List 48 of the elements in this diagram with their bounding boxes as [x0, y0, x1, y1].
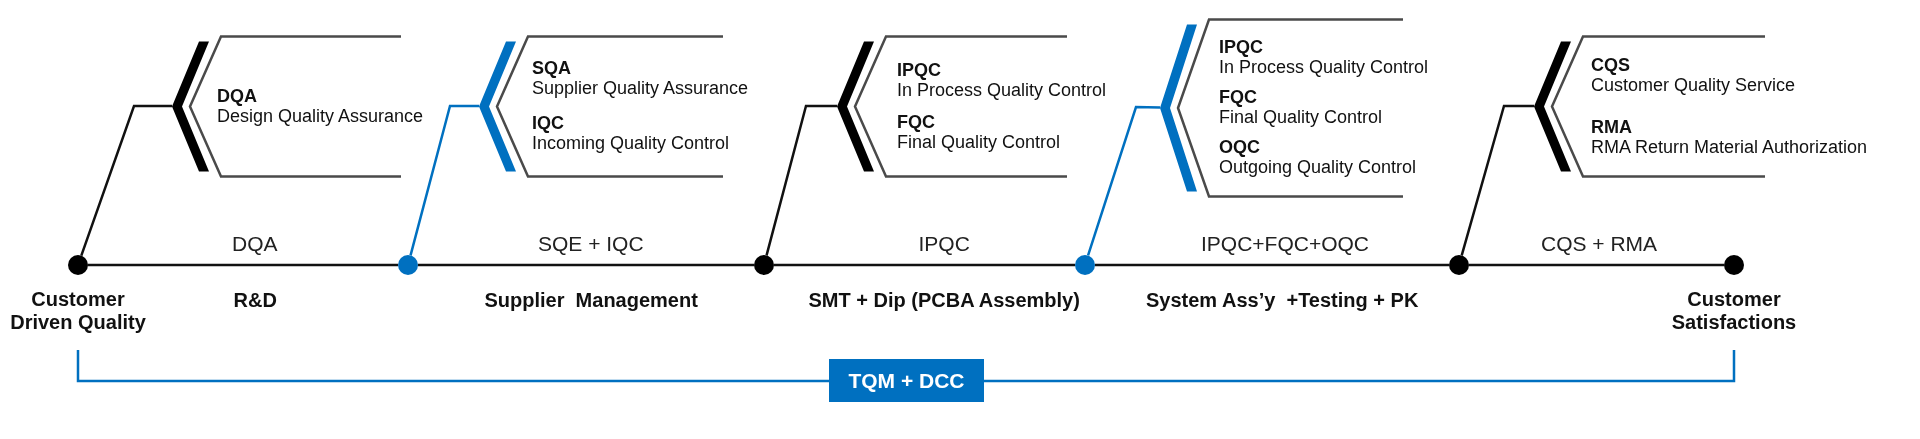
term-abbreviation: IQC: [532, 113, 564, 133]
term-definition: In Process Quality Control: [897, 79, 1107, 101]
phase-activity-label: R&D: [233, 288, 277, 312]
milestone-label: Customer Satisfactions: [1670, 288, 1798, 334]
chevron-callout: [1160, 17, 1430, 198]
branch-connector: [80, 104, 172, 256]
term-abbreviation: RMA: [1591, 116, 1632, 137]
phase-activity-label: System Ass’y +Testing + PK: [1146, 288, 1419, 312]
chevron-callout: [837, 34, 1108, 178]
phase-activity-label: SMT + Dip (PCBA Assembly): [808, 288, 1080, 312]
milestone-label: Customer Driven Quality: [9, 288, 147, 334]
term-abbreviation: FQC: [897, 111, 935, 132]
branch-connector: [1086, 105, 1161, 256]
term-abbreviation: IPQC: [897, 59, 941, 80]
term-abbreviation: FQC: [1219, 87, 1257, 107]
term-definition: Final Quality Control: [1219, 107, 1383, 128]
timeline-dot: [398, 255, 418, 275]
chevron-callout: [479, 34, 750, 178]
term-abbreviation: SQA: [532, 58, 571, 78]
highlight-banner: TQM + DCC: [829, 359, 984, 402]
timeline-dot: [1075, 255, 1095, 275]
chevron-callout: [172, 34, 425, 178]
term-abbreviation: DQA: [217, 85, 257, 106]
branch-connector: [765, 104, 837, 256]
term-definition: Supplier Quality Assurance: [532, 78, 749, 99]
term-definition: Customer Quality Service: [1591, 74, 1796, 96]
timeline-segment: [88, 263, 398, 267]
chevron-callout: [1534, 34, 1869, 178]
term-abbreviation: OQC: [1219, 137, 1260, 157]
term-definition: Outgoing Quality Control: [1219, 157, 1417, 178]
term-definition: RMA Return Material Authorization: [1591, 136, 1868, 158]
timeline-dot: [68, 255, 88, 275]
term-definition: In Process Quality Control: [1219, 57, 1429, 78]
term-definition: Incoming Quality Control: [532, 133, 730, 154]
timeline-segment: [1095, 263, 1449, 267]
term-definition: Design Quality Assurance: [217, 105, 424, 127]
term-abbreviation: CQS: [1591, 54, 1630, 75]
timeline-dot: [1724, 255, 1744, 275]
term-definition: Final Quality Control: [897, 131, 1061, 153]
timeline-dot: [1449, 255, 1469, 275]
timeline-dot: [754, 255, 774, 275]
timeline-segment: [1469, 263, 1724, 267]
timeline-segment: [418, 263, 754, 267]
phase-activity-label: Supplier Management: [484, 288, 698, 312]
branch-connector: [1460, 104, 1534, 256]
branch-connector: [409, 104, 479, 256]
timeline-segment: [774, 263, 1075, 267]
term-abbreviation: IPQC: [1219, 37, 1263, 57]
